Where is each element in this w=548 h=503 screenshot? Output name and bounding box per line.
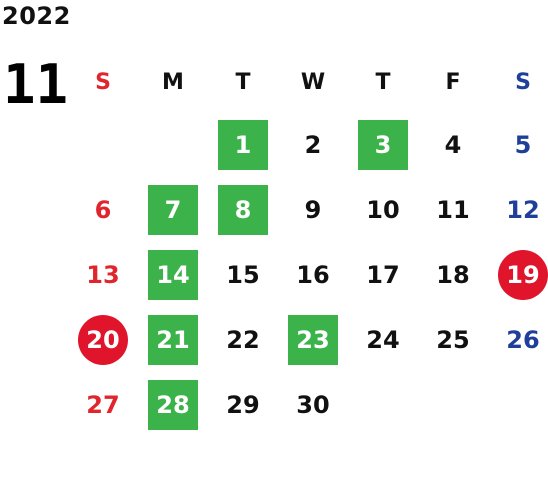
- day-number: 11: [436, 195, 470, 224]
- day-cell: 12: [488, 177, 548, 242]
- weekday-header-friday: F: [445, 69, 461, 95]
- day-cell: [138, 112, 208, 177]
- day-number: 22: [226, 325, 260, 354]
- day-cell: [68, 112, 138, 177]
- day-cell: 15: [208, 242, 278, 307]
- day-number: 16: [296, 260, 330, 289]
- day-cell: 7: [138, 177, 208, 242]
- day-number: 25: [436, 325, 470, 354]
- day-number: 12: [506, 195, 540, 224]
- day-cell: 20: [68, 307, 138, 372]
- day-cell: 6: [68, 177, 138, 242]
- day-cell: 4: [418, 112, 488, 177]
- day-cell: 25: [418, 307, 488, 372]
- weekday-header-wednesday: W: [300, 69, 326, 95]
- day-cell: 9: [278, 177, 348, 242]
- day-cell: 16: [278, 242, 348, 307]
- day-number: 6: [94, 195, 112, 224]
- day-number: 10: [366, 195, 400, 224]
- day-number: [148, 120, 198, 170]
- day-cell: 26: [488, 307, 548, 372]
- day-cell: 3: [348, 112, 418, 177]
- day-cell: 29: [208, 372, 278, 437]
- day-number: 27: [86, 390, 120, 419]
- day-number: 3: [358, 119, 408, 170]
- day-cell: 27: [68, 372, 138, 437]
- day-number: [428, 380, 478, 430]
- month-number: 11: [3, 53, 69, 116]
- day-cell: 28: [138, 372, 208, 437]
- day-cell: 18: [418, 242, 488, 307]
- day-cell: 22: [208, 307, 278, 372]
- day-number: 23: [288, 314, 338, 365]
- day-number: 19: [498, 249, 548, 300]
- day-cell: [348, 372, 418, 437]
- day-cell: [488, 372, 548, 437]
- day-cell: 17: [348, 242, 418, 307]
- day-number: 20: [78, 314, 128, 365]
- day-number: 9: [304, 195, 322, 224]
- day-number: 8: [218, 184, 268, 235]
- day-cell: 1: [208, 112, 278, 177]
- day-cell: 30: [278, 372, 348, 437]
- day-cell: 2: [278, 112, 348, 177]
- day-cell: 23: [278, 307, 348, 372]
- weekday-header-monday: M: [162, 69, 184, 95]
- calendar-grid: S M T W T F S 1 2 3 4 5 6 7 8 9 10 11 12…: [68, 52, 548, 437]
- day-number: [498, 380, 548, 430]
- weekday-header-saturday: S: [515, 69, 531, 95]
- year-label: 2022: [2, 2, 71, 30]
- day-cell: 8: [208, 177, 278, 242]
- weekday-header-sunday: S: [95, 69, 111, 95]
- day-number: 13: [86, 260, 120, 289]
- day-number: 5: [514, 130, 532, 159]
- day-number: 17: [366, 260, 400, 289]
- day-number: 24: [366, 325, 400, 354]
- day-number: 18: [436, 260, 470, 289]
- day-number: 21: [148, 314, 198, 365]
- day-number: 29: [226, 390, 260, 419]
- day-cell: 24: [348, 307, 418, 372]
- day-number: [358, 380, 408, 430]
- day-number: 7: [148, 184, 198, 235]
- day-number: 30: [296, 390, 330, 419]
- day-cell: 19: [488, 242, 548, 307]
- day-cell: 10: [348, 177, 418, 242]
- day-number: 15: [226, 260, 260, 289]
- day-number: 4: [444, 130, 462, 159]
- weekday-header-thursday: T: [375, 69, 391, 95]
- day-cell: [418, 372, 488, 437]
- weekday-header-tuesday: T: [235, 69, 251, 95]
- day-cell: 21: [138, 307, 208, 372]
- day-number: [78, 120, 128, 170]
- day-cell: 5: [488, 112, 548, 177]
- day-cell: 11: [418, 177, 488, 242]
- day-number: 1: [218, 119, 268, 170]
- day-cell: 14: [138, 242, 208, 307]
- day-number: 28: [148, 379, 198, 430]
- day-number: 14: [148, 249, 198, 300]
- day-number: 26: [506, 325, 540, 354]
- day-number: 2: [304, 130, 322, 159]
- day-cell: 13: [68, 242, 138, 307]
